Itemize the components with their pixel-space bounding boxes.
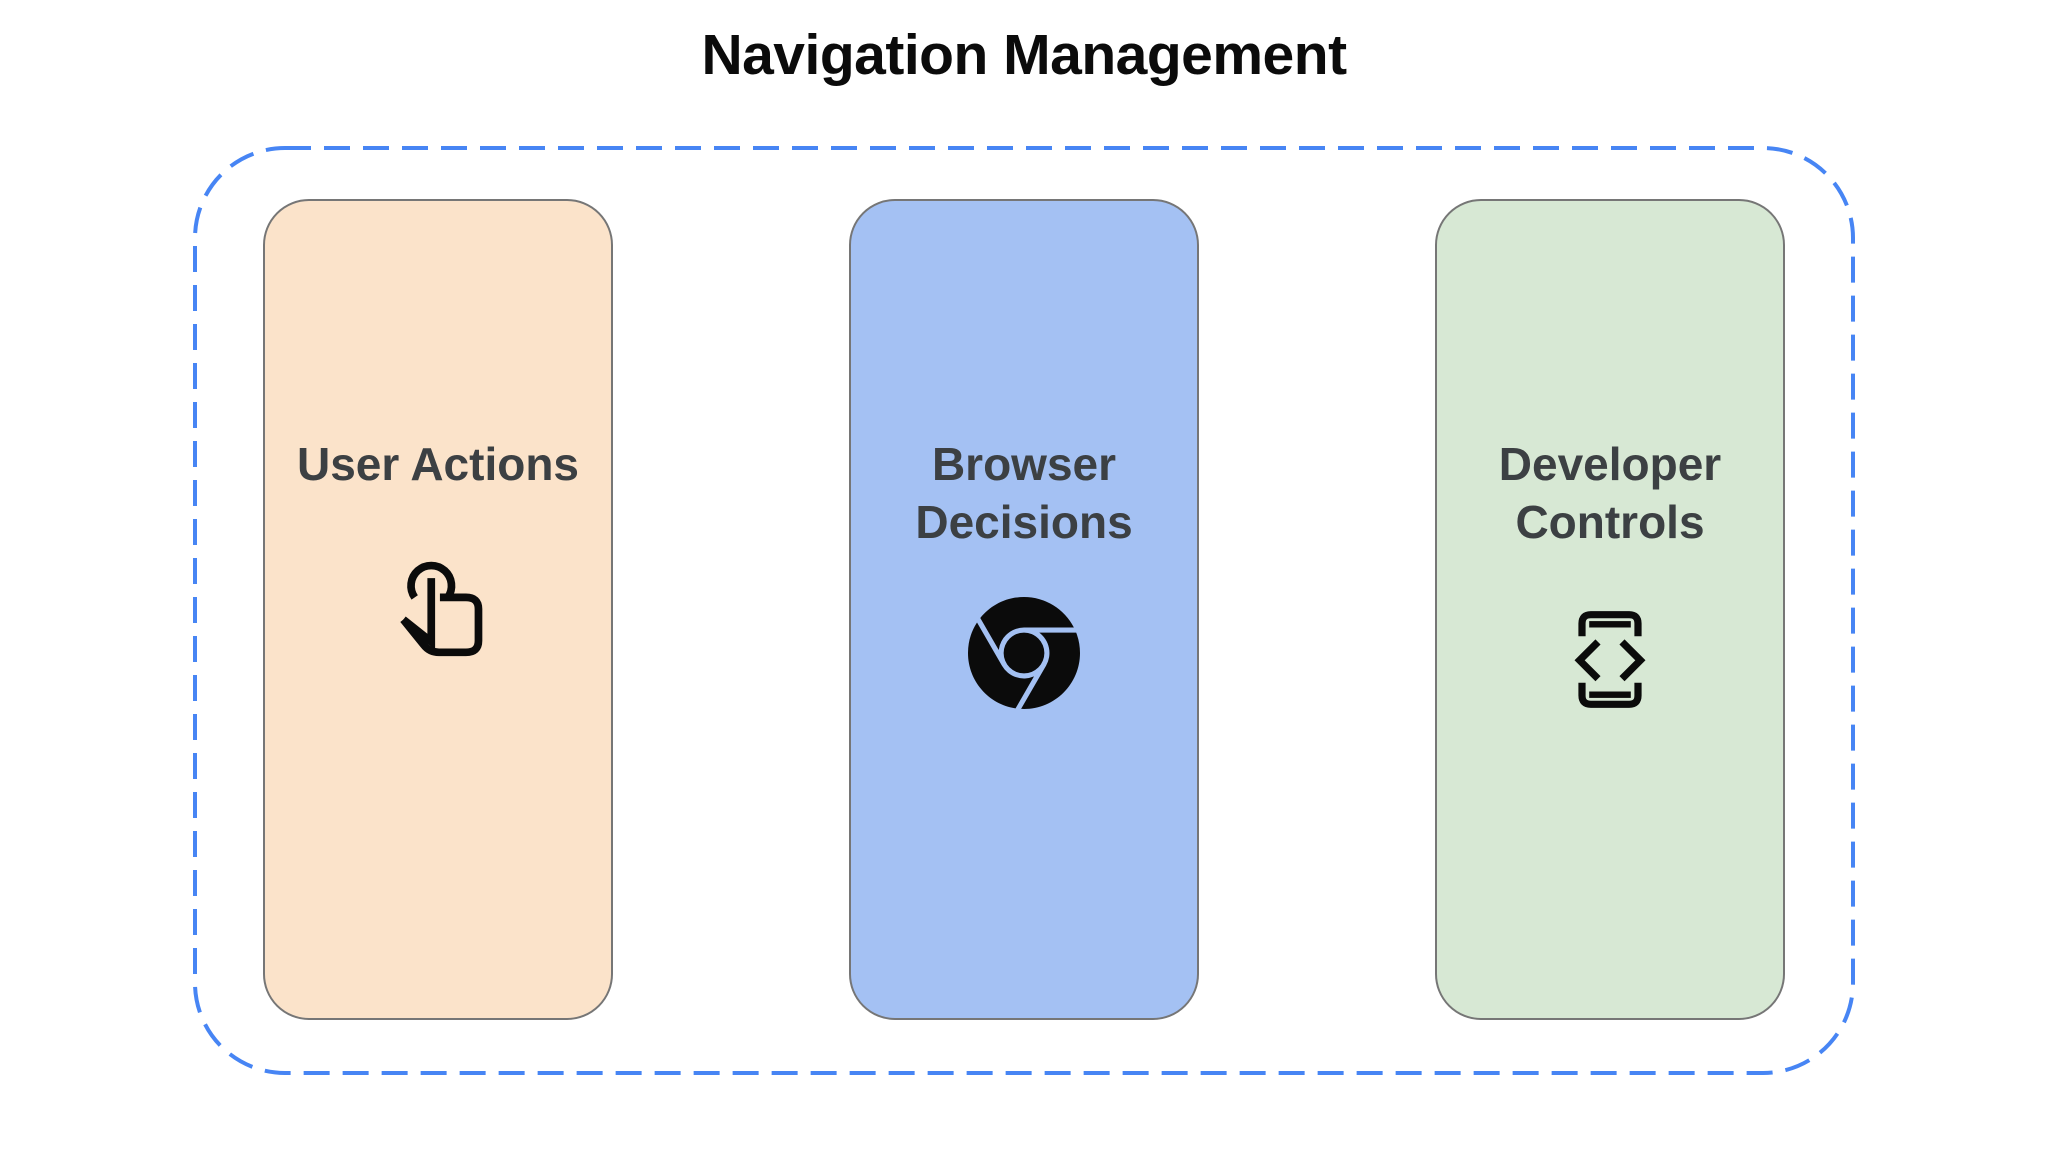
cards-row: User Actions Browser Decisions Developer…: [193, 199, 1855, 1020]
card-label: User Actions: [296, 438, 580, 490]
dashed-border-svg: [193, 146, 1855, 1075]
touch-gesture-icon: [385, 540, 491, 676]
card-user-actions: User Actions: [263, 199, 613, 1020]
card-label: Developer Controls: [1498, 438, 1722, 548]
chrome-browser-icon: [968, 597, 1080, 709]
card-label: Browser Decisions: [915, 438, 1133, 548]
page-title: Navigation Management: [701, 23, 1347, 87]
card-browser-decisions: Browser Decisions: [849, 199, 1199, 1020]
developer-mode-icon: [1562, 597, 1658, 722]
card-developer-controls: Developer Controls: [1435, 199, 1785, 1020]
navigation-group-dashed-border: [193, 146, 1855, 1075]
